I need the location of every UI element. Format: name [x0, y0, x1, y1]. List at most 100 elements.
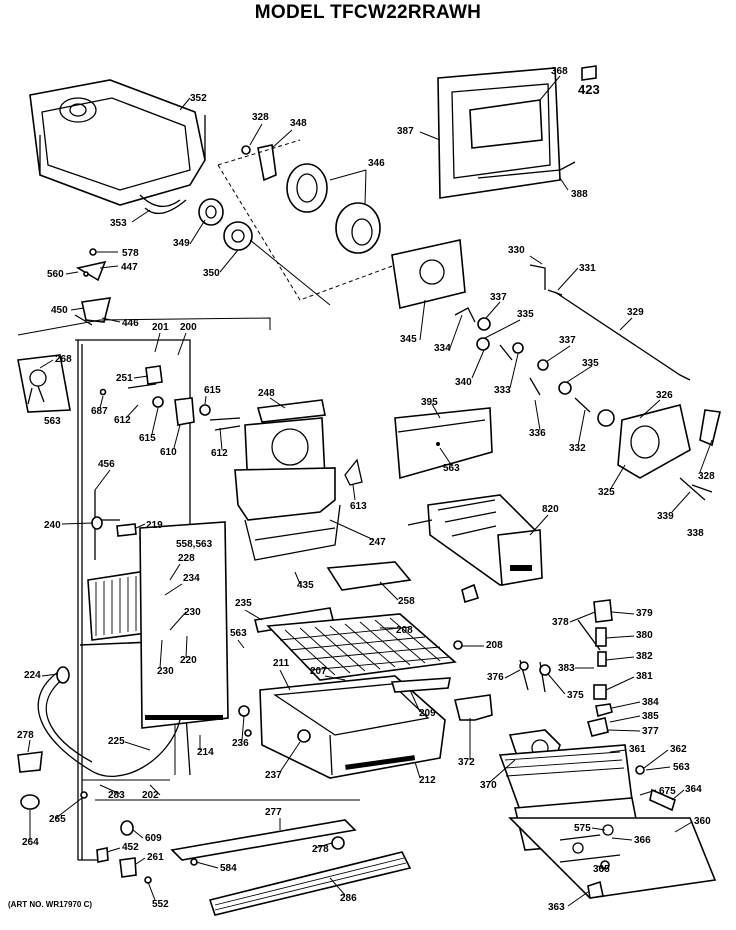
label-380: 380 [636, 630, 653, 641]
small-parts-left [74, 248, 112, 326]
label-337b: 337 [559, 335, 576, 346]
label-340: 340 [455, 377, 472, 388]
label-278b: 278 [312, 844, 329, 855]
label-563b: 563 [443, 463, 460, 474]
label-335b: 335 [582, 358, 599, 369]
label-675: 675 [659, 786, 676, 797]
shelf [254, 607, 463, 681]
label-234: 234 [183, 573, 200, 584]
label-423: 423 [578, 82, 600, 97]
label-613: 613 [350, 501, 367, 512]
dispenser-door [437, 65, 597, 199]
ice-bucket [29, 79, 206, 207]
label-230a: 230 [184, 607, 201, 618]
label-334: 334 [434, 343, 451, 354]
label-212: 212 [419, 775, 436, 786]
label-563a: 563 [44, 416, 61, 427]
label-382: 382 [636, 651, 653, 662]
rail-277 [170, 819, 357, 861]
cover-258 [326, 561, 412, 591]
label-615b: 615 [139, 433, 156, 444]
label-265: 265 [49, 814, 66, 825]
label-207: 207 [310, 666, 327, 677]
auger-motor [597, 404, 721, 501]
label-364: 364 [685, 784, 702, 795]
label-338: 338 [687, 528, 704, 539]
label-258: 258 [398, 596, 415, 607]
label-560: 560 [47, 269, 64, 280]
leader-lines [27, 75, 713, 907]
label-378: 378 [552, 617, 569, 628]
lower-panel [139, 521, 229, 729]
label-277: 277 [265, 807, 282, 818]
label-348: 348 [290, 118, 307, 129]
label-247: 247 [369, 537, 386, 548]
evaporator-housing [234, 399, 363, 561]
label-225: 225 [108, 736, 125, 747]
label-330: 330 [508, 245, 525, 256]
label-687: 687 [91, 406, 108, 417]
label-339: 339 [657, 511, 674, 522]
label-328: 328 [252, 112, 269, 123]
label-363: 363 [548, 902, 565, 913]
label-251: 251 [116, 373, 133, 384]
label-447: 447 [121, 262, 138, 273]
label-575: 575 [574, 823, 591, 834]
label-368: 368 [551, 66, 568, 77]
label-230b: 230 [157, 666, 174, 677]
art-number: (ART NO. WR17970 C) [8, 900, 93, 909]
linkage-rods [454, 264, 691, 413]
mounting-plate [391, 239, 466, 309]
label-235: 235 [235, 598, 252, 609]
label-236: 236 [232, 738, 249, 749]
label-435: 435 [297, 580, 314, 591]
label-353: 353 [110, 218, 127, 229]
label-201: 201 [152, 322, 169, 333]
label-346: 346 [368, 158, 385, 169]
label-388: 388 [571, 189, 588, 200]
label-578: 578 [122, 248, 139, 259]
label-335: 335 [517, 309, 534, 320]
label-563d: 563 [673, 762, 690, 773]
label-331: 331 [579, 263, 596, 274]
label-283: 283 [108, 790, 125, 801]
label-362: 362 [670, 744, 687, 755]
label-452: 452 [122, 842, 139, 853]
toe-grille [208, 851, 412, 916]
label-208a: 208 [396, 625, 413, 636]
label-261: 261 [147, 852, 164, 863]
hardware [80, 729, 252, 884]
label-612b: 612 [211, 448, 228, 459]
label-333: 333 [494, 385, 511, 396]
drain-tube [17, 666, 181, 810]
label-329: 329 [627, 307, 644, 318]
label-220: 220 [180, 655, 197, 666]
label-352: 352 [190, 93, 207, 104]
label-385: 385 [642, 711, 659, 722]
label-278a: 278 [17, 730, 34, 741]
label-337: 337 [490, 292, 507, 303]
label-211: 211 [273, 658, 290, 669]
label-381: 381 [636, 671, 653, 682]
label-384: 384 [642, 697, 659, 708]
label-379: 379 [636, 608, 653, 619]
label-450: 450 [51, 305, 68, 316]
label-237: 237 [265, 770, 282, 781]
label-609: 609 [145, 833, 162, 844]
label-219: 219 [146, 520, 163, 531]
liner-wall [91, 490, 137, 560]
label-326: 326 [656, 390, 673, 401]
label-376: 376 [487, 672, 504, 683]
label-395: 395 [421, 397, 438, 408]
label-361: 361 [629, 744, 646, 755]
icemaker [407, 494, 543, 604]
label-387: 387 [397, 126, 414, 137]
label-372: 372 [458, 757, 475, 768]
label-349: 349 [173, 238, 190, 249]
label-360: 360 [694, 816, 711, 827]
label-248: 248 [258, 388, 275, 399]
label-610: 610 [160, 447, 177, 458]
label-200: 200 [180, 322, 197, 333]
callout-labels: 352 328 348 346 387 368 423 388 353 349 … [17, 66, 715, 913]
